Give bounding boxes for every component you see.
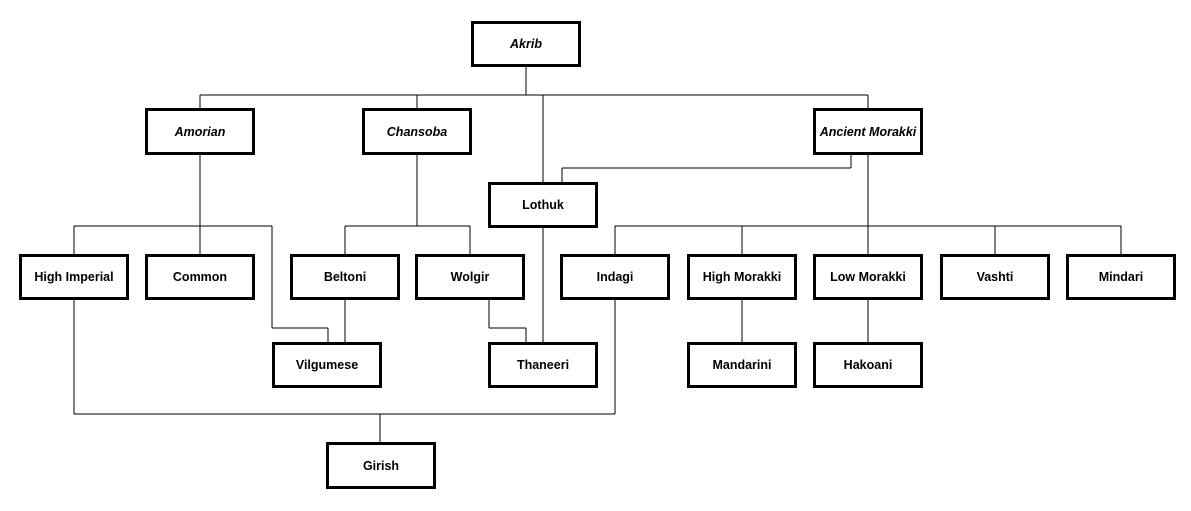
node-thaneeri: Thaneeri	[488, 342, 598, 388]
node-indagi: Indagi	[560, 254, 670, 300]
node-vilgumese: Vilgumese	[272, 342, 382, 388]
node-high-morakki: High Morakki	[687, 254, 797, 300]
node-low-morakki: Low Morakki	[813, 254, 923, 300]
node-high-imperial: High Imperial	[19, 254, 129, 300]
node-mandarini: Mandarini	[687, 342, 797, 388]
node-akrib: Akrib	[471, 21, 581, 67]
node-lothuk: Lothuk	[488, 182, 598, 228]
node-beltoni: Beltoni	[290, 254, 400, 300]
node-ancient-morakki: Ancient Morakki	[813, 108, 923, 155]
node-girish: Girish	[326, 442, 436, 489]
node-mindari: Mindari	[1066, 254, 1176, 300]
node-hakoani: Hakoani	[813, 342, 923, 388]
node-vashti: Vashti	[940, 254, 1050, 300]
node-amorian: Amorian	[145, 108, 255, 155]
node-wolgir: Wolgir	[415, 254, 525, 300]
node-common: Common	[145, 254, 255, 300]
node-chansoba: Chansoba	[362, 108, 472, 155]
